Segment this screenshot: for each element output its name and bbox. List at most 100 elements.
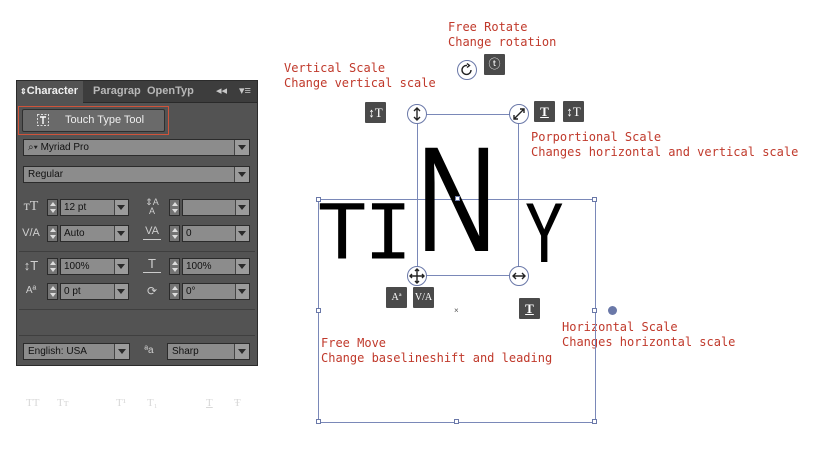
divider bbox=[19, 251, 255, 252]
frame-handle[interactable] bbox=[592, 308, 597, 313]
frame-handle[interactable] bbox=[316, 308, 321, 313]
frame-handle[interactable] bbox=[316, 419, 321, 424]
font-family-select[interactable]: ⌕▾ Myriad Pro bbox=[23, 139, 250, 156]
tab-opentype[interactable]: OpenTyp bbox=[147, 85, 194, 97]
tracking-icon: VA bbox=[143, 223, 161, 240]
tab-character[interactable]: ⇕Character bbox=[17, 81, 83, 103]
panel-menu-icon[interactable]: ▾≡ bbox=[239, 85, 251, 97]
kerning-field[interactable]: Auto bbox=[60, 225, 129, 242]
tracking-value: 0 bbox=[186, 228, 192, 239]
text-ti: TI bbox=[318, 188, 412, 277]
font-size-icon: ᴛT bbox=[23, 199, 39, 214]
font-family-value: Myriad Pro bbox=[40, 142, 89, 153]
baseline-shift-icon: Aª bbox=[25, 285, 37, 296]
font-size-value: 12 pt bbox=[64, 202, 87, 213]
horizontal-scale-handle[interactable] bbox=[509, 266, 529, 286]
search-icon: ⌕▾ bbox=[28, 142, 38, 153]
superscript-button[interactable]: T¹ bbox=[116, 397, 127, 409]
char-handle[interactable] bbox=[455, 196, 460, 201]
horizontal-scale-tool-icon: T bbox=[534, 101, 555, 122]
font-style-select[interactable]: Regular bbox=[23, 166, 250, 183]
rotation-field[interactable]: 0° bbox=[182, 283, 250, 300]
tracking-stepper[interactable] bbox=[169, 225, 180, 242]
rotation-tool-icon: ⓣ bbox=[484, 54, 505, 75]
language-value: English: USA bbox=[28, 346, 87, 357]
vertical-scale-handle[interactable] bbox=[407, 104, 427, 124]
text-y: Y bbox=[525, 188, 564, 281]
horizontal-scale-tool-icon-2: T bbox=[519, 298, 540, 319]
arrow-diagonal-icon bbox=[513, 108, 525, 120]
tab-grip-icon: ⇕ bbox=[20, 87, 27, 96]
chevron-down-icon[interactable] bbox=[235, 284, 249, 299]
horizontal-scale-value: 100% bbox=[186, 261, 212, 272]
chevron-down-icon[interactable] bbox=[235, 200, 249, 215]
underline-button[interactable]: T bbox=[206, 397, 213, 409]
baseline-shift-field[interactable]: 0 pt bbox=[60, 283, 129, 300]
divider bbox=[19, 309, 255, 310]
vertical-scale-icon: ↕T bbox=[23, 258, 39, 273]
small-caps-button[interactable]: Tт bbox=[57, 397, 69, 409]
font-size-stepper[interactable] bbox=[47, 199, 58, 216]
antialias-value: Sharp bbox=[172, 346, 199, 357]
font-size-field[interactable]: 12 pt bbox=[60, 199, 129, 216]
chevron-down-icon[interactable] bbox=[114, 200, 128, 215]
vertical-scale-field[interactable]: 100% bbox=[60, 258, 129, 275]
all-caps-button[interactable]: TT bbox=[26, 397, 40, 409]
baseline-shift-tool-icon: Aª bbox=[386, 287, 407, 308]
rotation-stepper[interactable] bbox=[169, 283, 180, 300]
antialias-select[interactable]: Sharp bbox=[167, 343, 250, 360]
kerning-stepper[interactable] bbox=[47, 225, 58, 242]
leading-stepper[interactable] bbox=[169, 199, 180, 216]
tracking-field[interactable]: 0 bbox=[182, 225, 250, 242]
rotate-icon bbox=[461, 62, 472, 76]
antialias-icon: ªa bbox=[144, 345, 154, 356]
touch-type-tool-button[interactable]: Touch Type Tool bbox=[22, 109, 165, 132]
strikethrough-button[interactable]: Ŧ bbox=[234, 397, 241, 409]
leading-field[interactable] bbox=[182, 199, 250, 216]
frame-in-port[interactable] bbox=[608, 306, 617, 315]
panel-tab-bar: ⇕Character Paragrap OpenTyp ◂◂ ▾≡ bbox=[17, 81, 257, 103]
horizontal-scale-stepper[interactable] bbox=[169, 258, 180, 275]
frame-handle[interactable] bbox=[316, 197, 321, 202]
vertical-scale-tool-icon-2: ↕T bbox=[563, 101, 584, 122]
subscript-button[interactable]: T₁ bbox=[147, 397, 158, 409]
collapse-icon[interactable]: ◂◂ bbox=[216, 85, 228, 97]
chevron-down-icon[interactable] bbox=[234, 140, 249, 155]
proportional-scale-annotation: Porportional Scale Changes horizontal an… bbox=[531, 130, 799, 159]
baseline-shift-stepper[interactable] bbox=[47, 283, 58, 300]
touch-type-icon bbox=[37, 114, 49, 126]
chevron-down-icon[interactable] bbox=[235, 259, 249, 274]
touch-type-highlight: Touch Type Tool bbox=[18, 106, 169, 135]
rotate-handle[interactable] bbox=[457, 60, 477, 80]
frame-handle[interactable] bbox=[454, 419, 459, 424]
chevron-down-icon[interactable] bbox=[114, 284, 128, 299]
rotation-value: 0° bbox=[186, 286, 196, 297]
chevron-down-icon[interactable] bbox=[235, 226, 249, 241]
horizontal-scale-field[interactable]: 100% bbox=[182, 258, 250, 275]
proportional-scale-handle[interactable] bbox=[509, 104, 529, 124]
kerning-icon: V/A bbox=[22, 227, 40, 239]
free-move-annotation: Free Move Change baselineshift and leadi… bbox=[321, 336, 553, 365]
tab-paragraph[interactable]: Paragrap bbox=[93, 85, 141, 97]
vertical-scale-tool-icon: ↕T bbox=[365, 102, 386, 123]
chevron-down-icon[interactable] bbox=[234, 344, 249, 359]
arrow-horizontal-icon bbox=[512, 272, 526, 280]
chevron-down-icon[interactable] bbox=[114, 226, 128, 241]
chevron-down-icon[interactable] bbox=[234, 167, 249, 182]
frame-handle[interactable] bbox=[592, 419, 597, 424]
kerning-value: Auto bbox=[64, 228, 85, 239]
horizontal-scale-icon: T bbox=[143, 256, 161, 273]
divider bbox=[19, 335, 255, 336]
rotation-icon: ⟳ bbox=[146, 284, 158, 298]
move-icon bbox=[409, 268, 425, 284]
center-point: × bbox=[454, 306, 459, 315]
chevron-down-icon[interactable] bbox=[114, 259, 128, 274]
vertical-scale-stepper[interactable] bbox=[47, 258, 58, 275]
baseline-shift-value: 0 pt bbox=[64, 286, 81, 297]
character-selection-box[interactable] bbox=[417, 114, 519, 276]
free-move-handle[interactable] bbox=[407, 266, 427, 286]
frame-handle[interactable] bbox=[592, 197, 597, 202]
language-select[interactable]: English: USA bbox=[23, 343, 130, 360]
chevron-down-icon[interactable] bbox=[114, 344, 129, 359]
